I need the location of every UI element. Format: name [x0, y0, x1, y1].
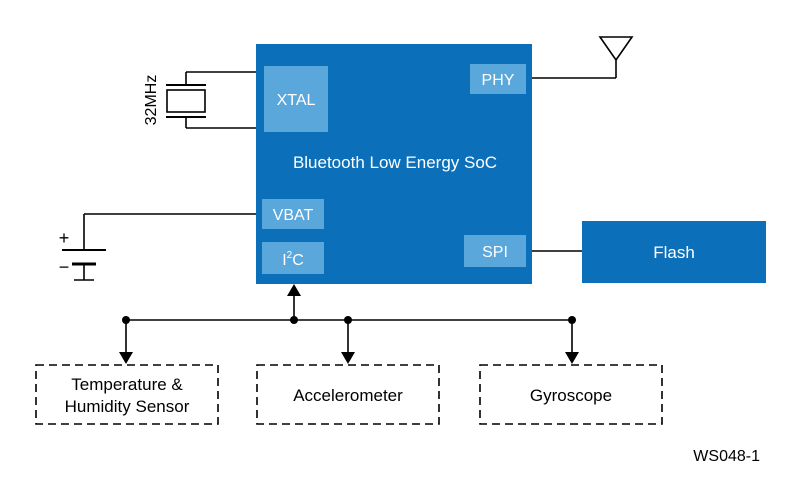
phy-pin-label: PHY — [482, 72, 515, 89]
xtal-pin-label: XTAL — [277, 92, 316, 109]
antenna-icon — [532, 36, 634, 79]
i2c-bus — [119, 284, 579, 364]
gyroscope-label: Gyroscope — [530, 386, 612, 405]
flash-block: Flash — [582, 221, 766, 283]
battery-plus-label: + — [59, 228, 70, 248]
spi-pin-label: SPI — [482, 244, 508, 261]
bus-arrow-up-icon — [287, 284, 301, 296]
accelerometer-box: Accelerometer — [256, 364, 440, 425]
bus-arrow-down-icon — [341, 352, 355, 364]
gyroscope-box: Gyroscope — [479, 364, 663, 425]
temperature-sensor-label-line1: Temperature & — [71, 375, 183, 394]
soc-block: Bluetooth Low Energy SoC XTAL PHY VBAT I… — [256, 44, 532, 284]
flash-label: Flash — [653, 243, 695, 262]
crystal-oscillator: 32MHz — [143, 71, 258, 129]
vbat-pin-label: VBAT — [273, 207, 314, 224]
figure-id: WS048-1 — [693, 448, 760, 465]
temperature-humidity-sensor-box: Temperature & Humidity Sensor — [35, 364, 219, 425]
bus-arrow-down-icon — [565, 352, 579, 364]
vbat-pin — [262, 199, 324, 229]
soc-title: Bluetooth Low Energy SoC — [293, 153, 497, 172]
i2c-pin-label: I2C — [282, 250, 304, 269]
battery-symbol: + − — [59, 213, 258, 281]
temperature-sensor-label-line2: Humidity Sensor — [65, 397, 190, 416]
accelerometer-label: Accelerometer — [293, 386, 403, 405]
spi-pin — [464, 235, 526, 267]
phy-pin — [470, 64, 526, 94]
crystal-frequency-label: 32MHz — [143, 75, 160, 126]
i2c-pin — [262, 242, 324, 274]
xtal-pin — [264, 66, 328, 132]
bus-arrow-down-icon — [119, 352, 133, 364]
battery-minus-label: − — [59, 257, 70, 277]
